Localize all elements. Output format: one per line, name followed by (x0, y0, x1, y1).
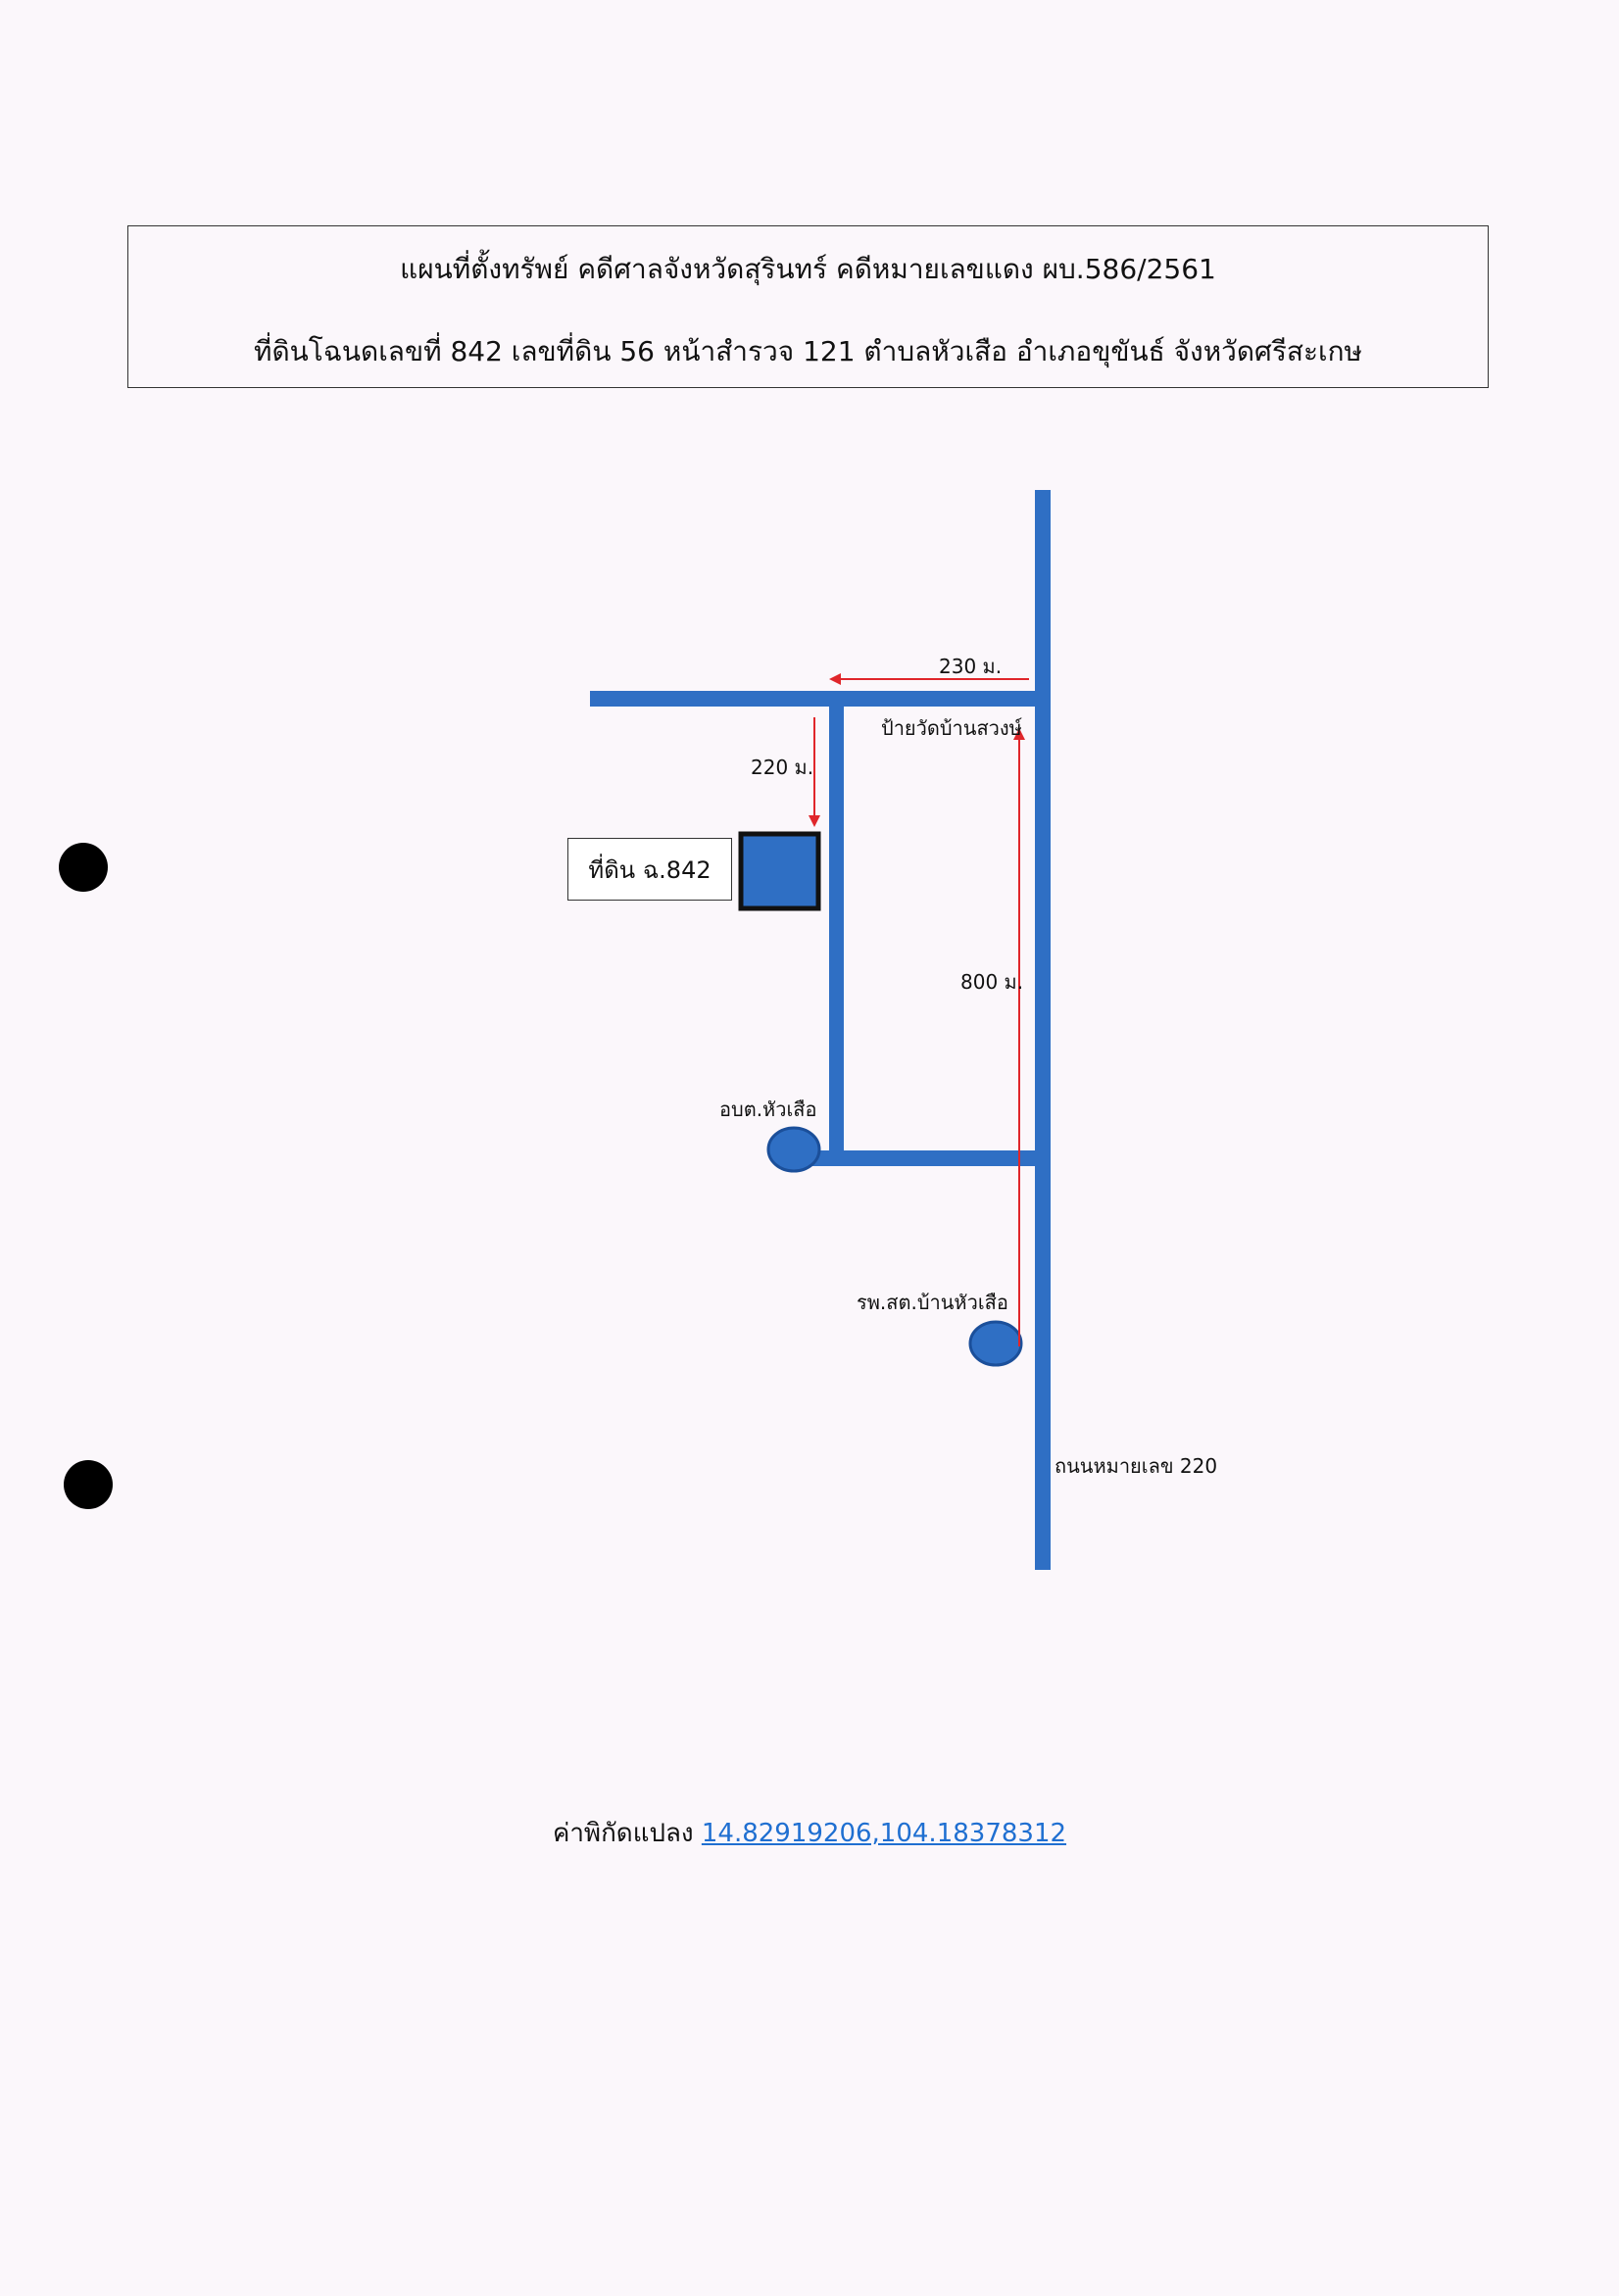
highway-label: ถนนหมายเลข 220 (1055, 1454, 1217, 1478)
village-road (829, 691, 844, 1163)
distance-800-label: 800 ม. (960, 970, 1023, 994)
land-plot-label: ที่ดิน ฉ.842 (567, 838, 732, 901)
roads (590, 490, 1051, 1570)
temple-sign-label: ป้ายวัดบ้านสวงษ์ (881, 716, 1022, 740)
distance-230-label: 230 ม. (939, 655, 1002, 678)
map-title: แผนที่ตั้งทรัพย์ คดีศาลจังหวัดสุรินทร์ ค… (400, 253, 1216, 285)
sao-office-label: อบต.หัวเสือ (719, 1098, 817, 1121)
highway-road (1035, 490, 1051, 1570)
header-box: แผนที่ตั้งทรัพย์ คดีศาลจังหวัดสุรินทร์ ค… (127, 225, 1489, 388)
health-center-label: รพ.สต.บ้านหัวเสือ (857, 1291, 1008, 1314)
land-plot-icon (738, 831, 821, 911)
binder-hole-top (59, 843, 108, 892)
sao-office-icon (766, 1126, 821, 1173)
map-subtitle: ที่ดินโฉนดเลขที่ 842 เลขที่ดิน 56 หน้าสำ… (254, 335, 1362, 367)
coordinates-line: ค่าพิกัดแปลง 14.82919206,104.18378312 (0, 1813, 1619, 1853)
distance-arrows (809, 673, 1029, 1346)
bottom-side-road (811, 1150, 1051, 1166)
distance-220-label: 220 ม. (751, 756, 813, 779)
binder-hole-bottom (64, 1460, 113, 1509)
coordinates-label: ค่าพิกัดแปลง (552, 1819, 694, 1848)
coordinates-link[interactable]: 14.82919206,104.18378312 (701, 1819, 1067, 1848)
top-side-road (590, 691, 1051, 707)
health-center-icon (968, 1320, 1023, 1367)
